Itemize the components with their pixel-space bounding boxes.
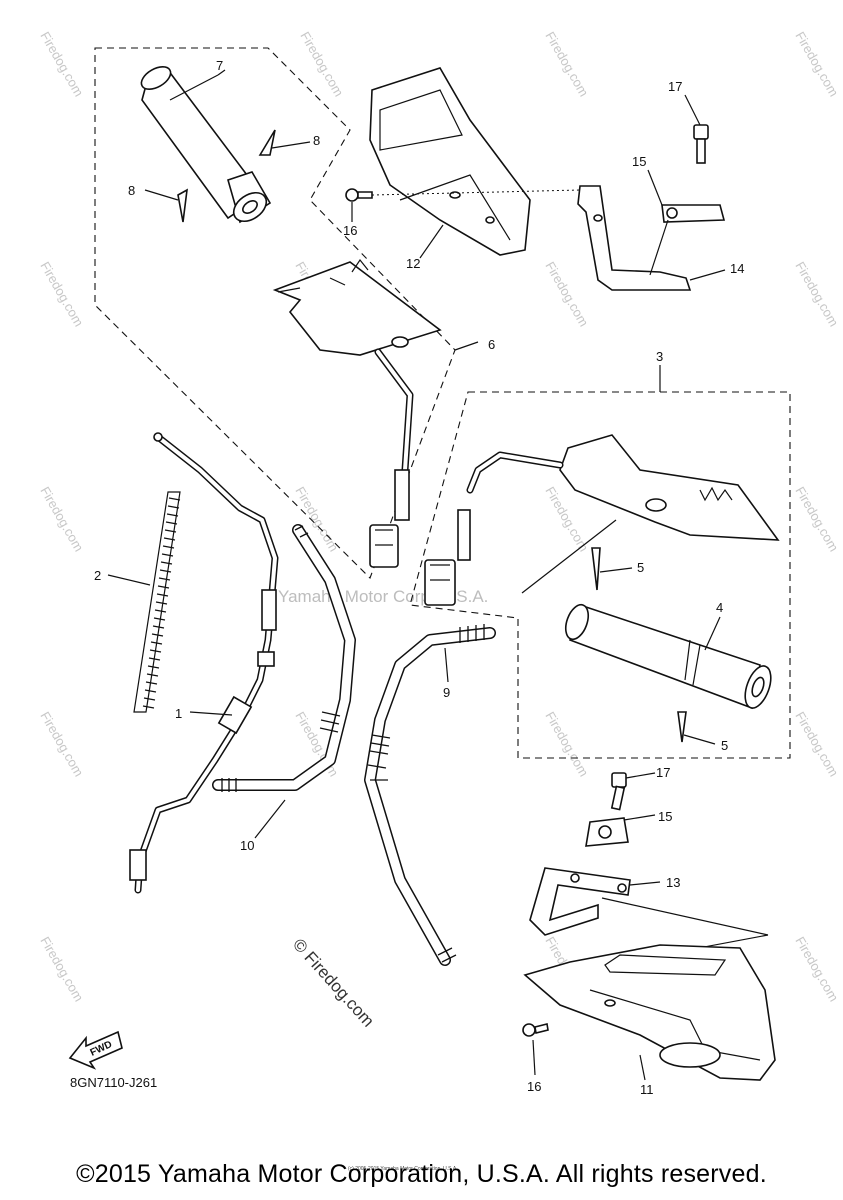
left-hand-guard [369,67,531,256]
right-switch-assembly-outline [409,391,791,759]
leader-17-upper [684,94,701,126]
callout-6: 6 [488,337,495,352]
bolt-17-upper [693,124,709,164]
throttle-cable [129,432,279,894]
watermark-text: Firedog.com [37,709,86,779]
firedog-diagonal-mark: © Firedog.com [289,935,378,1031]
leader-17-lower [625,772,656,779]
rivet-left-upper [258,129,311,156]
bracket-upper [577,185,692,291]
svg-text:© Firedog.com: © Firedog.com [289,935,378,1031]
diagram-code: 8GN7110-J261 [70,1075,157,1090]
callout-15-upper: 15 [632,154,646,169]
rivet-right-upper [591,547,633,591]
bracket-lower [529,867,631,936]
watermark-text: Firedog.com [792,934,841,1004]
callout-16-upper: 16 [343,223,357,238]
callout-11: 11 [640,1082,654,1097]
left-grip [140,66,272,224]
watermark-text: Firedog.com [37,29,86,99]
callout-8-lower: 8 [128,183,135,198]
watermark-text: Firedog.com [792,259,841,329]
leader-7 [217,69,226,76]
leader-4 [704,616,721,651]
callout-13: 13 [666,875,680,890]
callout-14: 14 [730,261,744,276]
leader-2 [107,574,151,586]
bolt-16-lower [522,1023,549,1037]
clamp-link-line [649,219,669,276]
right-handlebar-switch [424,434,780,606]
callout-7: 7 [216,58,223,73]
callout-16-lower: 16 [527,1079,541,1094]
bolt-17-lower [610,772,627,811]
copyright-footer: ©2015 Yamaha Motor Corporation, U.S.A. A… [76,1160,767,1188]
watermark-text: Firedog.com [792,484,841,554]
left-handlebar-switch [272,258,442,568]
watermark-text: Firedog.com [542,709,591,779]
right-grip [564,603,772,710]
callout-2: 2 [94,568,101,583]
leader-6 [454,341,479,351]
clamp-lower [585,817,629,847]
callout-9: 9 [443,685,450,700]
callout-3: 3 [656,349,663,364]
leader-14 [689,269,726,281]
grip-alignment-line [521,519,617,594]
bolt-16-upper [345,188,373,202]
leader-9 [444,647,449,683]
leader-11 [639,1054,646,1081]
leader-1 [189,711,233,716]
assembly-line-lower [601,897,769,936]
callout-10: 10 [240,838,254,853]
left-switch-assembly-outline [94,47,456,579]
fwd-arrow-icon: FWD [68,1030,123,1070]
callout-12: 12 [406,256,420,271]
rivet-left-lower [144,188,188,223]
right-hand-guard [523,944,776,1081]
callout-5-lower: 5 [721,738,728,753]
callout-1: 1 [175,706,182,721]
leader-13 [629,881,661,886]
watermark-text: Firedog.com [792,709,841,779]
callout-17-lower: 17 [656,765,670,780]
leader-10 [254,799,286,839]
leader-12 [419,224,444,259]
clamp-upper [661,204,726,223]
coil-protector [133,491,181,713]
watermark-center-text: Yamaha Motor Corp, U.S.A. [278,587,488,606]
hose-left [212,524,356,792]
watermark-text: Firedog.com [37,484,86,554]
callout-15-lower: 15 [658,809,672,824]
callout-17-upper: 17 [668,79,682,94]
callout-5-upper: 5 [637,560,644,575]
callout-labels: 1 2 3 4 5 5 6 7 8 8 9 10 11 12 13 14 15 … [94,58,744,1097]
hose-right [364,624,496,966]
callout-8-upper: 8 [313,133,320,148]
leader-15-lower [623,814,656,821]
footer-fine-print: (c) 2005-2015 Yamaha Motor Corporation, … [348,1166,458,1172]
rivet-right-lower [677,711,716,745]
watermark-text: Firedog.com [297,29,346,99]
watermark-text: Firedog.com [542,29,591,99]
watermark-text: Firedog.com [37,934,86,1004]
watermark-text: Firedog.com [37,259,86,329]
callout-4: 4 [716,600,723,615]
leader-16-lower [532,1039,536,1076]
leader-15-upper [647,169,663,206]
watermark-text: Firedog.com [792,29,841,99]
watermark-text: Firedog.com [542,259,591,329]
